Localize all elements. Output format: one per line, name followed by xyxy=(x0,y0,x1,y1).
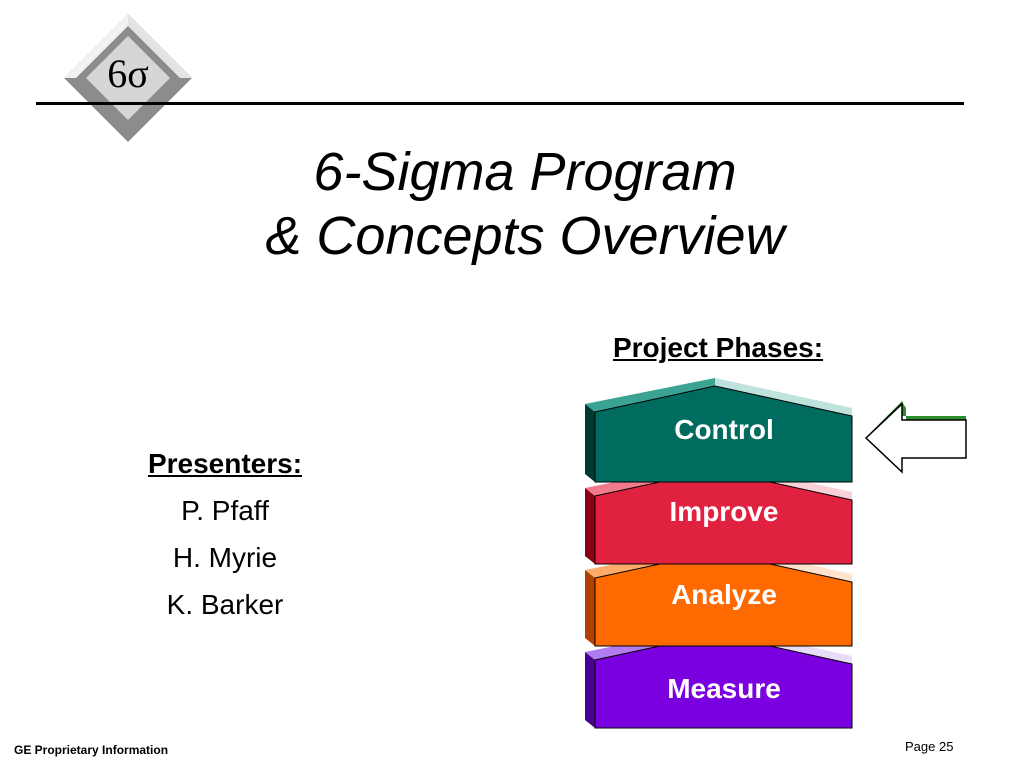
presenter-name: K. Barker xyxy=(166,589,284,620)
phase-label-measure: Measure xyxy=(667,673,781,704)
presenters-block: Presenters: P. Pfaff H. Myrie K. Barker xyxy=(95,446,355,634)
presenter-name: H. Myrie xyxy=(172,542,278,573)
page-title: 6-Sigma Program & Concepts Overview xyxy=(0,140,1024,268)
presenter-name: P. Pfaff xyxy=(181,495,269,526)
header-rule xyxy=(36,102,964,105)
left-arrow-icon xyxy=(864,401,967,474)
footer-proprietary: GE Proprietary Information xyxy=(14,743,169,757)
title-line-1: 6-Sigma Program xyxy=(313,142,737,202)
phases-heading: Project Phases: xyxy=(612,332,824,363)
page-number: Page 25 xyxy=(905,739,954,754)
phase-label-analyze: Analyze xyxy=(671,579,777,610)
phase-label-improve: Improve xyxy=(669,496,779,527)
phase-label-control: Control xyxy=(674,414,774,445)
six-sigma-logo-icon xyxy=(64,14,192,142)
title-line-2: & Concepts Overview xyxy=(265,206,785,266)
presenters-heading: Presenters: xyxy=(147,448,303,479)
logo-text: 6σ xyxy=(107,51,149,96)
phase-step-control xyxy=(585,378,853,483)
